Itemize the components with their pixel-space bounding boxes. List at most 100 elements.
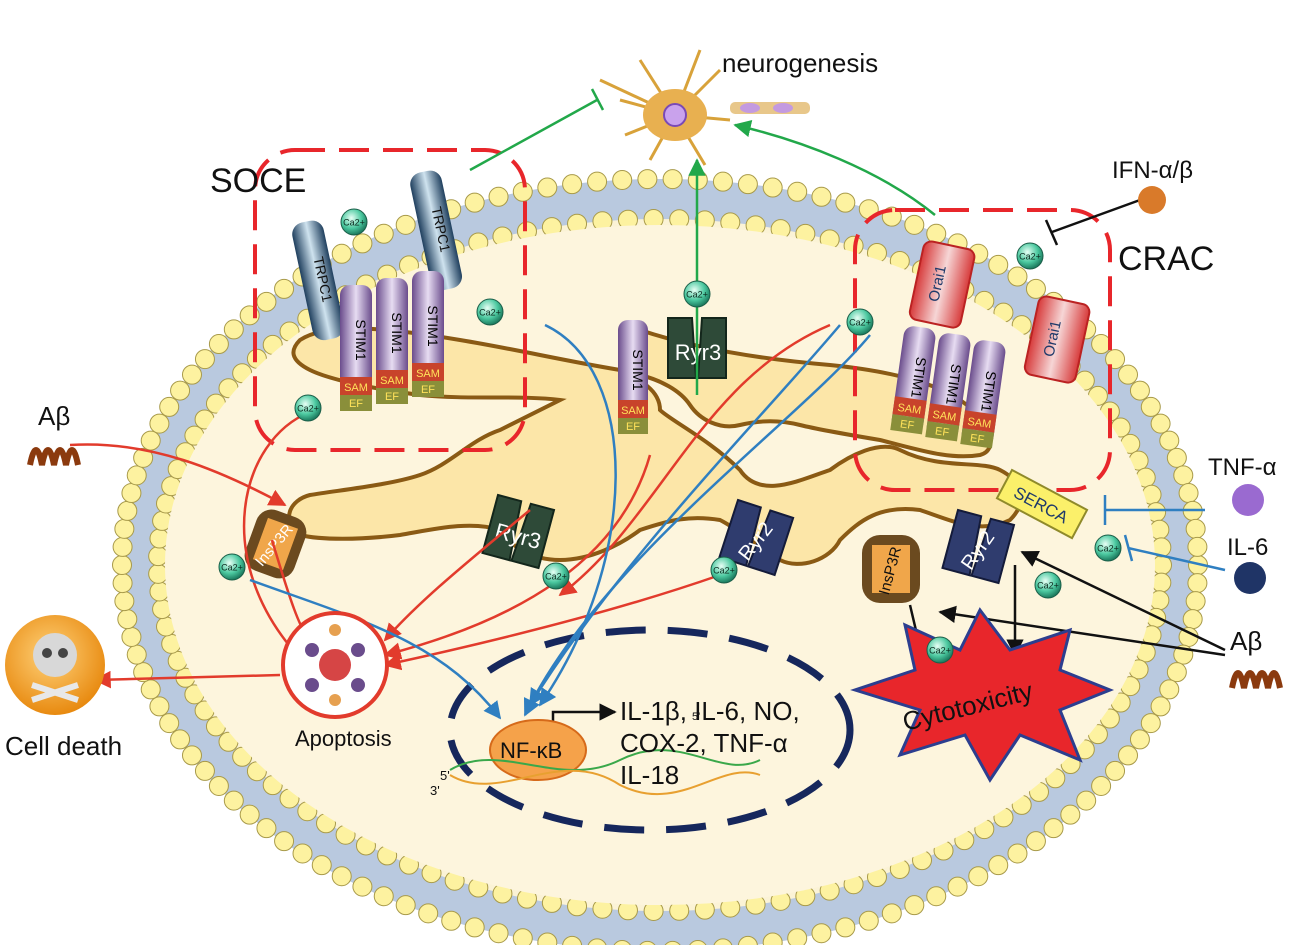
orai1-left: Orai1: [908, 240, 976, 329]
svg-text:STIM1: STIM1: [978, 370, 1000, 413]
lipid-head: [762, 177, 783, 198]
lipid-head: [239, 804, 260, 825]
calcium-ion-icon: Ca2+: [218, 553, 246, 581]
svg-text:SAM: SAM: [416, 368, 440, 380]
calcium-ion-icon: Ca2+: [710, 556, 738, 584]
lipid-head: [149, 696, 170, 717]
blue-pathways: [249, 323, 1226, 720]
trpc1-right: TRPC1: [410, 170, 463, 291]
lipid-head: [181, 745, 202, 766]
svg-text:SAM: SAM: [621, 405, 645, 417]
svg-text:EF: EF: [385, 391, 399, 403]
svg-text:SAM: SAM: [897, 402, 922, 417]
calcium-ion-icon: Ca2+: [1034, 571, 1062, 599]
lipid-head: [114, 591, 135, 612]
lipid-head: [1178, 483, 1199, 504]
calcium-ion-label: Ca2+: [1097, 544, 1119, 554]
lipid-head: [988, 254, 1009, 275]
lipid-head: [331, 866, 352, 887]
skull-icon: [5, 615, 105, 715]
calcium-ion-icon: Ca2+: [542, 562, 570, 590]
lipid-head: [968, 866, 989, 887]
nfkb-cloud: [489, 719, 587, 781]
lipid-head: [858, 910, 879, 931]
lipid-head: [148, 563, 169, 584]
lipid-head: [373, 886, 394, 907]
apoptosis-icon: [281, 611, 389, 719]
dna-5-left: 5': [440, 768, 450, 783]
il6-icon: [1234, 562, 1266, 594]
lipid-head: [512, 928, 533, 949]
svg-text:STIM1: STIM1: [630, 349, 646, 390]
stim1-central: STIM1 SAM EF: [618, 320, 648, 434]
lipid-head: [537, 177, 558, 198]
insp3r-left: InsP3R: [244, 509, 307, 579]
lipid-head: [223, 319, 244, 340]
lipid-head: [1091, 775, 1112, 796]
cell-death-label: Cell death: [5, 731, 122, 761]
calcium-ion-label: Ca2+: [343, 218, 365, 228]
svg-text:SAM: SAM: [932, 409, 957, 424]
lipid-head: [223, 790, 244, 811]
lipid-head: [787, 928, 808, 949]
lipid-head: [121, 626, 142, 647]
lipid-head: [1150, 696, 1171, 717]
lipid-head: [274, 278, 295, 299]
lipid-head: [256, 818, 277, 839]
calcium-ions: Ca2+Ca2+Ca2+Ca2+Ca2+Ca2+Ca2+Ca2+Ca2+Ca2+…: [218, 208, 1122, 664]
cytokines-line2: COX-2, TNF-α: [620, 728, 788, 758]
lipid-head: [117, 500, 138, 521]
neuron-icon: [599, 49, 810, 166]
abeta-left-icon: [27, 447, 81, 466]
lipid-head: [181, 364, 202, 385]
svg-text:STIM1: STIM1: [943, 363, 965, 406]
lipid-head: [1140, 713, 1161, 734]
calcium-ion-label: Ca2+: [686, 290, 708, 300]
lipid-head: [1159, 679, 1180, 700]
lipid-head: [395, 214, 416, 235]
lipid-head: [488, 186, 509, 207]
lipid-head: [1025, 831, 1046, 852]
lipid-head: [352, 233, 373, 254]
lipid-head: [126, 644, 147, 665]
calcium-ion-label: Ca2+: [713, 566, 735, 576]
lipid-head: [1118, 364, 1139, 385]
ryr2-middle: Ryr2: [718, 498, 795, 577]
lipid-head: [1173, 465, 1194, 486]
tnf-label: TNF-α: [1208, 454, 1277, 481]
lipid-head: [194, 349, 215, 370]
lipid-head: [112, 573, 133, 594]
il6-label: IL-6: [1227, 534, 1268, 561]
dna-strand-2: [449, 769, 761, 796]
lipid-head: [1118, 745, 1139, 766]
lipid-head: [662, 169, 683, 190]
lipid-head: [114, 518, 135, 539]
lipid-head: [352, 876, 373, 897]
lipid-head: [418, 903, 439, 924]
lipid-head: [712, 171, 733, 192]
soce-label: SOCE: [210, 162, 306, 200]
lipid-head: [149, 413, 170, 434]
orai1-right: Orai1: [1023, 295, 1091, 384]
calcium-ion-icon: Ca2+: [1094, 534, 1122, 562]
svg-text:STIM1: STIM1: [425, 305, 441, 346]
svg-text:STIM1: STIM1: [353, 319, 369, 360]
abeta-left-label: Aβ: [38, 401, 70, 431]
dna-strand: [449, 749, 761, 771]
lipid-head: [159, 396, 180, 417]
lipid-head: [1185, 518, 1206, 539]
lipid-head: [133, 662, 154, 683]
lipid-head: [881, 903, 902, 924]
neurogenesis-label: neurogenesis: [722, 48, 878, 78]
lipid-head: [587, 171, 608, 192]
green-pathways: [469, 88, 936, 395]
lipid-head: [488, 923, 509, 944]
crac-outline: [853, 208, 1112, 492]
svg-text:SAM: SAM: [344, 382, 368, 394]
ryr3-lower: Ryr3: [481, 493, 556, 570]
nucleus: [446, 626, 854, 834]
soce-outline: [253, 148, 527, 452]
